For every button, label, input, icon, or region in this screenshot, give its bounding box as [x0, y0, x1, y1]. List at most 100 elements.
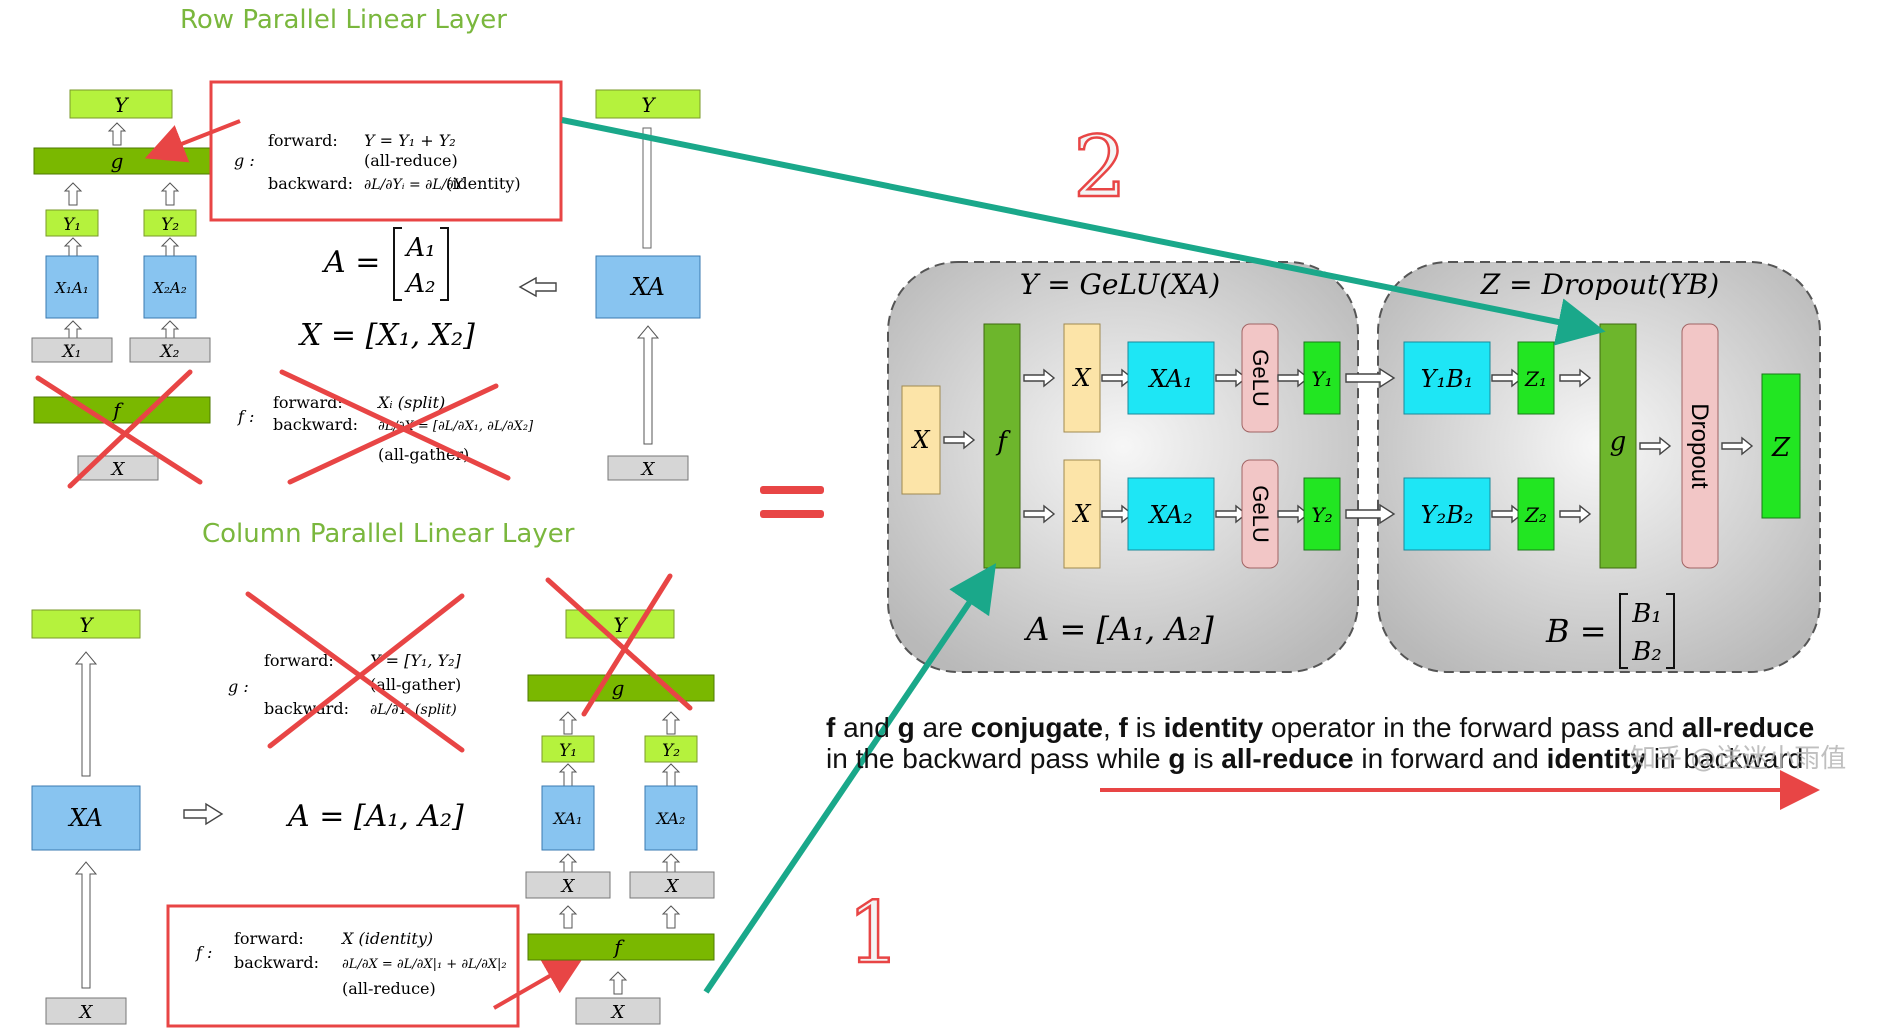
col-up-arrow-top: [74, 651, 98, 777]
col-right-arrow: [183, 802, 224, 826]
cap2-run: in the backward pass while: [826, 743, 1169, 774]
number-2: 2: [1073, 118, 1126, 216]
col-x-box: [45, 997, 127, 1025]
row-g-pointer-arrow: [144, 119, 241, 163]
col-right-y-label: Y: [613, 613, 628, 637]
col-right-top-cross: [545, 573, 693, 717]
caption-line-2: in the backward pass while g is all-redu…: [826, 743, 1886, 774]
teal-arrow-1: [703, 563, 997, 994]
mlp-x-upper-label: X: [1071, 364, 1091, 392]
row-g-op: g :: [234, 151, 255, 170]
caption-line-1: f and g are conjugate, f is identity ope…: [826, 712, 1886, 743]
col-f-backward-note: (all-reduce): [342, 979, 436, 998]
cap2-run: in forward and: [1353, 743, 1547, 774]
mlp-x-box: [901, 385, 941, 495]
mlp-z1-label: Z₁: [1524, 367, 1547, 391]
row-f-forward-eq: Xᵢ (split): [376, 393, 445, 412]
mlp-xa2-box: [1127, 477, 1215, 551]
cap2-run: in backward: [1646, 743, 1804, 774]
col-g-op: g :: [228, 677, 249, 696]
row-g-definition-box: [209, 80, 563, 222]
cap1-run: f: [826, 712, 836, 743]
row-y-box: [69, 89, 173, 119]
row-right-up-arrow: [636, 325, 660, 445]
mlp-y1-label: Y₁: [1311, 367, 1332, 391]
col-right-x-label: X: [610, 1002, 626, 1023]
row-y-label: Y: [114, 93, 129, 117]
mlp-y2b2-label: Y₂B₂: [1421, 501, 1474, 529]
mlp-xa2-label: XA₂: [1147, 501, 1192, 529]
mlp-cross-arrow-lower: [1345, 503, 1396, 525]
col-right-xa2-box: [644, 785, 698, 851]
mlp-z-box: [1761, 373, 1801, 519]
mlp-x-lower-box: [1063, 459, 1101, 569]
col-right-xa1-box: [541, 785, 595, 851]
row-g-label: g: [111, 149, 124, 173]
cap1-run: operator in the forward pass and: [1263, 712, 1682, 743]
row-a1: A₁: [404, 233, 435, 263]
mlp-left-title: Y = GeLU(XA): [1020, 268, 1220, 301]
row-x1-box: [31, 337, 113, 363]
mlp-y1b1-label: Y₁B₁: [1421, 365, 1474, 393]
col-f-forward-eq: X (identity): [340, 929, 433, 948]
row-f-definition: f : forward: Xᵢ (split) backward: ∂L/∂X …: [237, 393, 534, 464]
mlp-gelu2-label: GeLU: [1248, 485, 1273, 542]
col-right-xa2-label: XA₂: [655, 809, 686, 828]
row-right-y-label: Y: [641, 93, 656, 117]
mlp-g-label: g: [1610, 427, 1627, 457]
row-x2-box: [129, 337, 211, 363]
cap2-run: identity: [1546, 743, 1647, 774]
mlp-z-label: Z: [1771, 433, 1791, 463]
row-g-backward-eq: ∂L/∂Yᵢ = ∂L/∂Y: [364, 177, 465, 193]
mlp-right-panel: [1377, 261, 1821, 673]
row-y1-label: Y₁: [63, 215, 81, 235]
col-f-backward-label: backward:: [234, 953, 319, 972]
row-y2-label: Y₂: [161, 215, 179, 235]
cap1-run: and: [835, 712, 898, 743]
row-eq-a: A =: [321, 245, 380, 280]
row-f-bar: [33, 396, 211, 424]
cap2-run: g: [1168, 743, 1186, 774]
row-x-label: X: [110, 459, 126, 480]
teal-arrow-2: [561, 117, 1606, 346]
mlp-y1b1-box: [1403, 341, 1491, 415]
col-f-pointer-arrow: [493, 956, 585, 1010]
mlp-z2-label: Z₂: [1524, 503, 1547, 527]
mlp-y1-box: [1303, 341, 1341, 415]
col-eq-a: A = [A₁, A₂]: [285, 799, 464, 834]
mlp-x-label: X: [910, 426, 930, 454]
mlp-b1: B₁: [1631, 599, 1662, 629]
row-g-backward-label: backward:: [268, 174, 353, 193]
mlp-x-lower-label: X: [1071, 500, 1091, 528]
row-x1a1-box: [45, 255, 99, 319]
cap1-run: identity: [1163, 712, 1264, 743]
cap1-run: conjugate: [970, 712, 1103, 743]
col-xa-box: [31, 785, 141, 851]
row-right-xa-box: [595, 255, 701, 319]
col-f-forward-label: forward:: [234, 929, 304, 948]
row-y2-box: [143, 209, 197, 237]
cap1-run: all-reduce: [1681, 712, 1815, 743]
row-right-stack: Y XA X: [595, 89, 701, 481]
col-f-definition: f : forward: X (identity) backward: ∂L/∂…: [195, 929, 507, 998]
row-x2-label: X₂: [159, 342, 180, 362]
col-g-forward-eq: Y = [Y₁, Y₂]: [370, 651, 462, 670]
mlp-dropout-label: Dropout: [1686, 403, 1713, 489]
mlp-z1-box: [1517, 341, 1555, 415]
mlp-y2b2-box: [1403, 477, 1491, 551]
row-f-op: f :: [237, 407, 254, 426]
watermark: 知乎 @送迷小雨值: [1630, 744, 1847, 774]
row-left-arrow: [518, 276, 557, 298]
cap1-run: is: [1127, 712, 1164, 743]
mlp-b2: B₂: [1631, 637, 1662, 667]
col-right-y2-box: [644, 735, 698, 763]
col-right-xa1-label: XA₁: [552, 809, 583, 828]
mlp-xa1-label: XA₁: [1147, 365, 1192, 393]
column-left-stack: Y XA X: [31, 609, 141, 1025]
mlp-f-bar: [983, 323, 1021, 569]
col-right-x1-label: X: [560, 876, 576, 897]
row-x1a1-label: X₁A₁: [54, 279, 89, 297]
row-x1-label: X₁: [61, 342, 82, 362]
col-x-label: X: [78, 1002, 94, 1023]
